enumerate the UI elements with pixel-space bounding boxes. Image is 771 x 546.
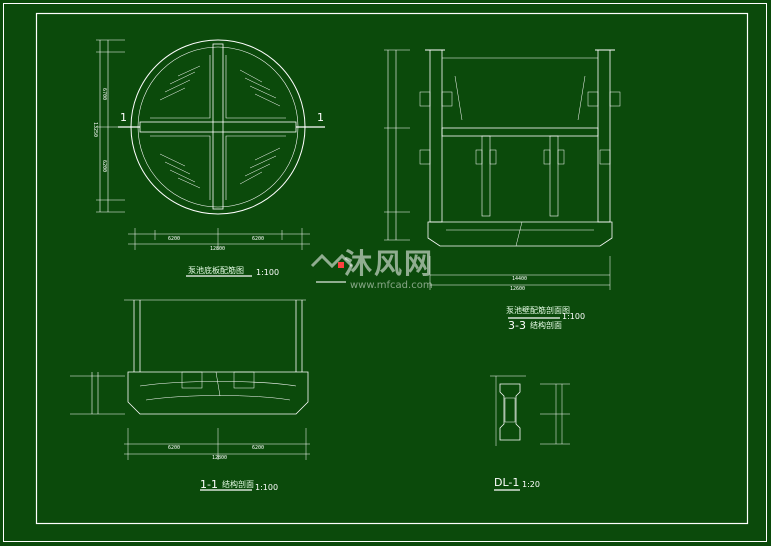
- dim-s11-left: 6200: [168, 445, 181, 451]
- section-mark-right: 1: [317, 111, 324, 124]
- plan-scale: 1:100: [256, 268, 280, 277]
- section33-subtitle: 结构剖面: [530, 321, 562, 330]
- dim-plan-v-top: 6700: [101, 88, 107, 101]
- section11-subtitle: 结构剖面: [222, 480, 254, 489]
- dim-s33-total: 14400: [512, 276, 528, 282]
- dim-plan-v-total: 13250: [92, 122, 98, 138]
- dl-scale: 1:20: [522, 480, 540, 489]
- dim-plan-v-bottom: 6200: [101, 160, 107, 173]
- outer-border: [3, 3, 767, 542]
- section-1-1: [70, 299, 310, 491]
- watermark-logo: [310, 253, 354, 283]
- inner-border: [35, 12, 749, 525]
- dim-s11-total: 12800: [212, 455, 228, 461]
- section33-title: 泵池壁配筋剖面图: [506, 306, 570, 315]
- plan-title: 泵池底板配筋图: [188, 266, 244, 275]
- plan-view: [96, 39, 325, 277]
- red-markers: [338, 262, 344, 268]
- watermark-brand: 沐风网: [344, 247, 435, 280]
- dl-label: DL-1: [494, 476, 520, 489]
- dim-s33-overall: 12600: [510, 286, 526, 292]
- detail-dl-1: [490, 375, 570, 491]
- section33-scale: 1:100: [562, 312, 586, 321]
- watermark-url: www.mfcad.com: [350, 280, 433, 291]
- dim-plan-total: 12800: [210, 246, 226, 252]
- section-3-3: [384, 49, 621, 319]
- section11-label: 1-1: [200, 478, 218, 491]
- section33-label: 3-3: [508, 319, 526, 332]
- dim-plan-left: 6200: [168, 236, 181, 242]
- dim-s11-right: 6200: [252, 445, 265, 451]
- section-mark-left: 1: [120, 111, 127, 124]
- dim-plan-right: 6200: [252, 236, 265, 242]
- section11-scale: 1:100: [255, 483, 279, 492]
